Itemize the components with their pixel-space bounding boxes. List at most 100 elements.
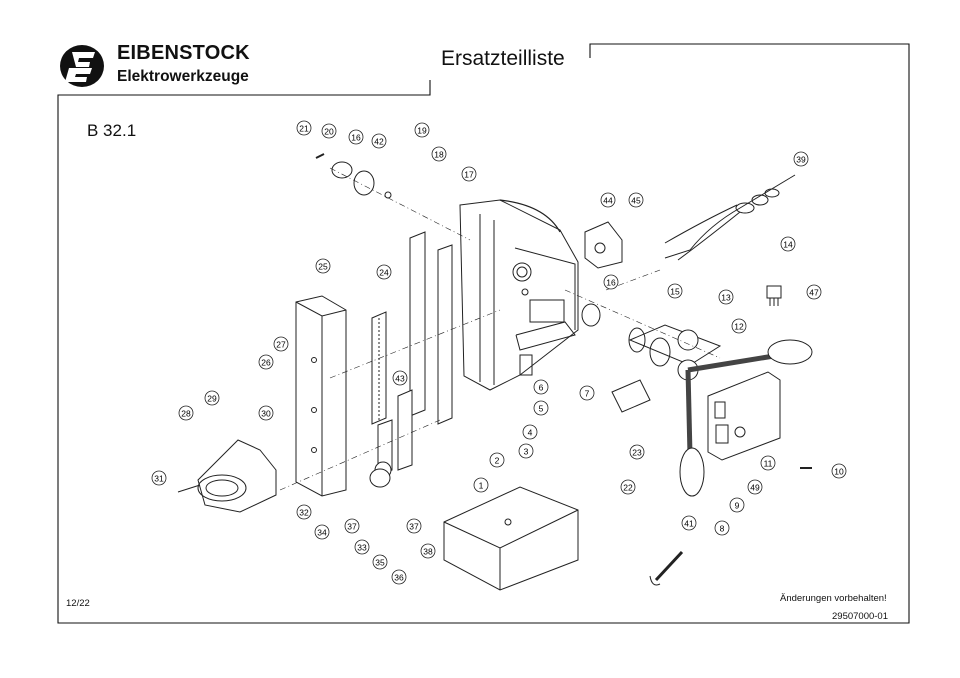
callout-30: 30 [258,405,274,421]
callout-13: 13 [718,289,734,305]
callout-12: 12 [731,318,747,334]
callout-25: 25 [315,258,331,274]
callout-31: 31 [151,470,167,486]
callout-47: 47 [806,284,822,300]
callout-label: 20 [324,127,334,137]
callout-9: 9 [729,497,745,513]
callout-label: 35 [375,558,385,568]
callout-label: 18 [434,150,444,160]
callout-22: 22 [620,479,636,495]
callout-label: 42 [374,137,384,147]
callout-37: 37 [406,518,422,534]
feed-handle-part [677,329,813,497]
eibenstock-logo-icon [60,45,104,87]
callout-11: 11 [760,455,776,471]
callout-label: 8 [720,524,725,534]
callout-29: 29 [204,390,220,406]
callout-label: 21 [299,124,309,134]
callout-17: 17 [461,166,477,182]
callout-label: 17 [464,170,474,180]
callout-label: 19 [417,126,427,136]
callout-label: 28 [181,409,191,419]
callout-26: 26 [258,354,274,370]
document-number: 29507000-01 [832,611,888,622]
callout-42: 42 [371,133,387,149]
callout-label: 39 [796,155,806,165]
callout-41: 41 [681,515,697,531]
fastener-set-part [315,153,812,488]
callout-10: 10 [831,463,847,479]
callout-38: 38 [420,543,436,559]
callout-16: 16 [348,129,364,145]
callout-label: 30 [261,409,271,419]
model-label: B 32.1 [87,121,137,140]
callout-label: 38 [423,547,433,557]
callout-14: 14 [780,236,796,252]
callout-20: 20 [321,123,337,139]
callout-label: 43 [395,374,405,384]
callout-5: 5 [533,400,549,416]
callout-44: 44 [600,192,616,208]
callout-23: 23 [629,444,645,460]
callout-label: 44 [603,196,613,206]
callout-label: 1 [479,481,484,491]
base-plate-part [443,486,579,591]
callout-label: 36 [394,573,404,583]
callout-label: 24 [379,268,389,278]
callout-49: 49 [747,479,763,495]
callout-21: 21 [296,120,312,136]
callout-label: 34 [317,528,327,538]
callout-label: 29 [207,394,217,404]
switch-module-part [584,221,623,269]
callout-label: 7 [585,389,590,399]
callout-18: 18 [431,146,447,162]
callout-1: 1 [473,477,489,493]
callout-label: 37 [347,522,357,532]
callout-6: 6 [533,379,549,395]
document-title: Ersatzteilliste [441,47,565,70]
callout-label: 32 [299,508,309,518]
callout-39: 39 [793,151,809,167]
column-housing-part [459,199,579,391]
drill-holder-part [177,439,277,513]
callout-label: 5 [539,404,544,414]
callout-36: 36 [391,569,407,585]
callout-37: 37 [344,518,360,534]
callout-label: 33 [357,543,367,553]
drawing-frame [57,43,910,624]
callout-label: 41 [684,519,694,529]
change-notice: Änderungen vorbehalten! [780,593,887,604]
callout-label: 12 [734,322,744,332]
brand-subtitle: Elektrowerkzeuge [117,68,249,85]
callout-label: 15 [670,287,680,297]
callout-label: 31 [154,474,164,484]
callout-label: 25 [318,262,328,272]
callout-7: 7 [579,385,595,401]
callout-34: 34 [314,524,330,540]
callout-label: 13 [721,293,731,303]
callout-label: 4 [528,428,533,438]
cover-plate-part [611,379,651,413]
callout-label: 16 [351,133,361,143]
wrench-part [649,550,684,586]
callout-label: 26 [261,358,271,368]
callout-label: 47 [809,288,819,298]
callout-label: 2 [495,456,500,466]
callout-19: 19 [414,122,430,138]
callout-label: 22 [623,483,633,493]
callout-4: 4 [522,424,538,440]
capacitor-part [766,285,782,306]
spindle-shaft-part [628,324,722,367]
callout-label: 23 [632,448,642,458]
page-number: 12/22 [66,598,90,609]
callout-label: 14 [783,240,793,250]
callout-24: 24 [376,264,392,280]
callout-label: 10 [834,467,844,477]
assembly-lines [279,167,721,491]
callout-label: 27 [276,340,286,350]
callout-2: 2 [489,452,505,468]
callout-label: 16 [606,278,616,288]
callout-label: 37 [409,522,419,532]
